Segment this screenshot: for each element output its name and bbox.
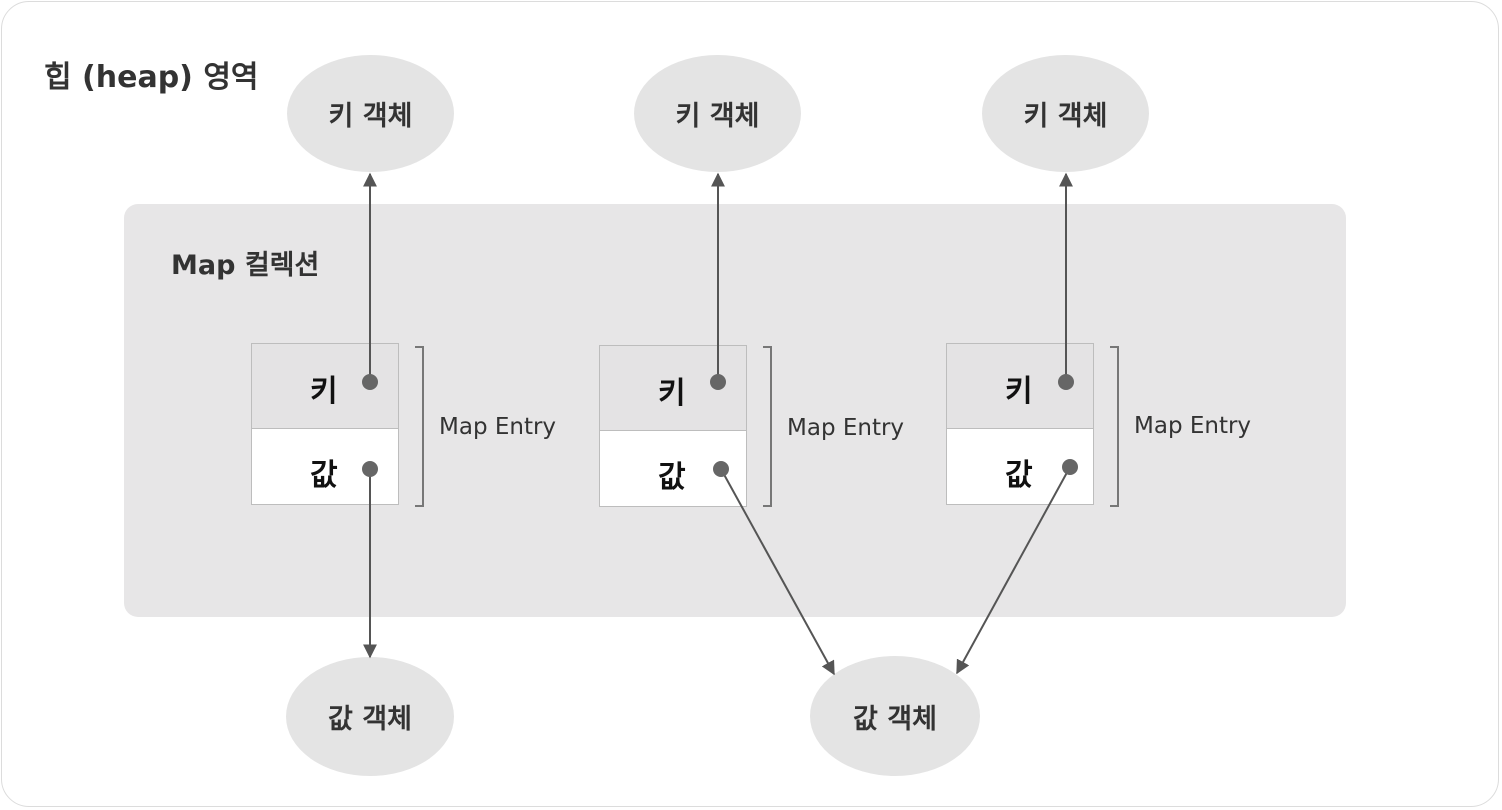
entry-key-label: 키	[310, 374, 338, 409]
entry-key-cell: 키	[947, 344, 1093, 429]
heap-area-title: 힙 (heap) 영역	[44, 60, 259, 95]
entry-key-label: 키	[658, 376, 686, 411]
key-object-2: 키 객체	[634, 55, 801, 172]
map-entry-label-3: Map Entry	[1134, 413, 1252, 439]
entry-value-label: 값	[310, 458, 338, 493]
map-entry-label-2: Map Entry	[787, 415, 905, 441]
map-entry-2: 키 값	[599, 345, 747, 507]
entry-value-label: 값	[1005, 458, 1033, 493]
value-object-1: 값 객체	[286, 657, 454, 776]
key-object-1: 키 객체	[287, 55, 454, 172]
map-collection-title: Map 컬렉션	[171, 250, 320, 281]
entry-key-label: 키	[1005, 374, 1033, 409]
map-entry-1: 키 값	[251, 343, 399, 505]
key-object-3: 키 객체	[982, 55, 1149, 172]
map-entry-label-1: Map Entry	[439, 414, 557, 440]
entry-key-cell: 키	[252, 344, 398, 429]
entry-value-label: 값	[658, 460, 686, 495]
entry-key-cell: 키	[600, 346, 746, 431]
map-entry-3: 키 값	[946, 343, 1094, 505]
value-object-2: 값 객체	[810, 656, 980, 776]
